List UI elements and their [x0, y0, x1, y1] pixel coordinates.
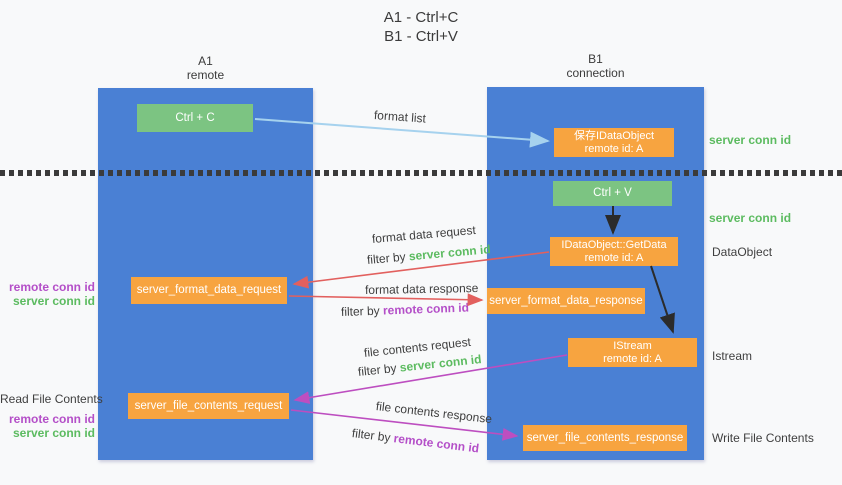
right-column-name: B1	[588, 52, 603, 66]
format-data-request-filter-label: filter by server conn id	[366, 242, 491, 267]
save-idataobject-line1: 保存IDataObject	[573, 129, 655, 142]
format-data-request-label: format data request	[371, 222, 477, 246]
filter-by-text: filter by	[340, 303, 384, 319]
format-list-label: format list	[373, 108, 427, 126]
write-file-contents-label: Write File Contents	[712, 431, 814, 445]
istream-line1: IStream	[613, 339, 652, 352]
read-file-contents-label: Read File Contents	[0, 392, 103, 406]
filter-by-text: filter by	[366, 249, 410, 267]
istream-line2: remote id: A	[603, 352, 662, 365]
server-conn-id-filter: server conn id	[399, 352, 483, 375]
file-contents-response-label: file contents response	[375, 399, 493, 427]
idataobject-getdata-box: IDataObject::GetData remote id: A	[550, 237, 678, 266]
server-conn-id-label-mid-right: server conn id	[709, 211, 792, 225]
remote-conn-id-filter: remote conn id	[382, 300, 470, 318]
server-conn-id-label-top-right: server conn id	[709, 133, 792, 147]
right-column-header: B1 connection	[487, 52, 704, 80]
server-conn-id-label-mid-left: server conn id	[12, 294, 95, 308]
format-data-response-label: format data response	[364, 281, 479, 297]
server-file-contents-response-box: server_file_contents_response	[523, 425, 687, 451]
server-file-contents-response-label: server_file_contents_response	[526, 431, 684, 444]
filter-by-text: filter by	[351, 426, 395, 446]
title-line-2: B1 - Ctrl+V	[384, 28, 458, 45]
dataobject-label: DataObject	[712, 245, 773, 259]
diagram-title: A1 - Ctrl+C B1 - Ctrl+V	[0, 8, 842, 46]
left-column-name: A1	[198, 54, 213, 68]
server-conn-id-filter: server conn id	[408, 242, 492, 264]
istream-box: IStream remote id: A	[568, 338, 697, 367]
file-contents-response-filter-label: filter by remote conn id	[351, 426, 480, 455]
server-format-data-response-label: server_format_data_response	[489, 294, 643, 307]
filter-by-text: filter by	[357, 360, 401, 379]
save-idataobject-line2: remote id: A	[584, 142, 644, 155]
server-conn-id-label-bottom-left: server conn id	[12, 426, 95, 440]
server-format-data-response-box: server_format_data_response	[487, 288, 645, 314]
save-idataobject-box: 保存IDataObject remote id: A	[554, 128, 674, 157]
server-format-data-request-box: server_format_data_request	[131, 277, 287, 304]
remote-conn-id-filter: remote conn id	[392, 431, 480, 456]
dotted-separator-line	[0, 170, 842, 176]
istream-side-label: Istream	[712, 349, 753, 363]
ctrl-c-box: Ctrl + C	[137, 104, 253, 132]
server-format-data-request-label: server_format_data_request	[136, 284, 282, 296]
remote-conn-id-label-bottom-left: remote conn id	[8, 412, 95, 426]
format-data-response-filter-label: filter by remote conn id	[341, 301, 469, 319]
ctrl-v-box: Ctrl + V	[553, 181, 672, 206]
ctrl-v-label: Ctrl + V	[593, 187, 632, 199]
server-file-contents-request-label: server_file_contents_request	[134, 399, 283, 412]
left-column-subtitle: remote	[186, 68, 225, 82]
left-column-header: A1 remote	[98, 54, 313, 82]
right-column-subtitle: connection	[566, 66, 625, 80]
server-file-contents-request-box: server_file_contents_request	[128, 393, 289, 419]
title-line-1: A1 - Ctrl+C	[383, 9, 459, 26]
getdata-line1: IDataObject::GetData	[561, 238, 667, 251]
getdata-line2: remote id: A	[584, 251, 644, 264]
remote-conn-id-label-mid-left: remote conn id	[8, 280, 95, 294]
ctrl-c-label: Ctrl + C	[175, 111, 215, 124]
